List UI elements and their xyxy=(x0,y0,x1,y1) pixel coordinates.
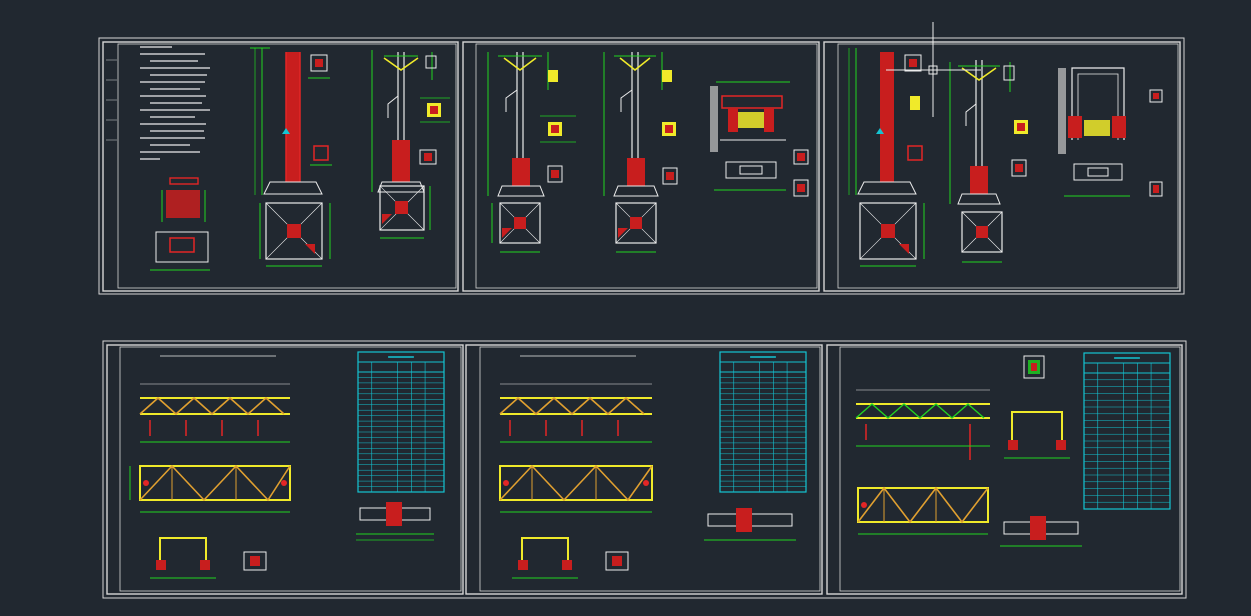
truss-sheet-3 xyxy=(826,344,1183,595)
bottom-row-outer-border xyxy=(102,340,1187,599)
foundation-plan xyxy=(259,202,331,267)
truss-plan xyxy=(499,464,653,513)
sheet-inner-frame xyxy=(119,346,462,592)
footing-detail-small xyxy=(150,177,210,271)
general-notes-block xyxy=(140,46,210,160)
sheet-inner-frame xyxy=(837,43,1179,289)
bracket-detail-a xyxy=(540,115,576,183)
title-block-strip xyxy=(106,59,117,141)
sheet-inner-frame xyxy=(479,346,821,592)
support-detail xyxy=(704,508,796,541)
section-detail-1 xyxy=(308,54,332,166)
sheet-frame xyxy=(465,344,823,595)
material-table-2 xyxy=(719,351,807,493)
column-elevation-bracket-3 xyxy=(949,60,1015,205)
sheet-inner-frame xyxy=(839,346,1181,592)
bracket-detail-3 xyxy=(1011,120,1028,177)
foundation-plan-b xyxy=(615,202,657,253)
column-elevation-main-3 xyxy=(848,48,917,195)
truss-elevation xyxy=(499,355,652,443)
portal-frame-detail xyxy=(1058,67,1163,197)
column-sheet-3 xyxy=(823,41,1181,292)
material-table-3 xyxy=(1083,352,1171,510)
bracket-detail-b xyxy=(662,122,678,185)
foundation-plan-a xyxy=(491,202,541,253)
truss-portal-detail xyxy=(1004,355,1070,459)
support-detail xyxy=(1000,516,1082,547)
truss-sheet-1 xyxy=(106,344,464,595)
column-sheet-2 xyxy=(462,41,820,292)
crane-beam-detail xyxy=(710,81,809,197)
section-detail-3 xyxy=(904,54,923,161)
sheet-frame xyxy=(106,344,464,595)
top-sheet-row xyxy=(98,37,1185,295)
foundation-plan-3 xyxy=(859,202,925,267)
truss-plan xyxy=(129,464,291,513)
sheet-inner-frame xyxy=(475,43,818,289)
foundation-plan-3b xyxy=(961,211,1003,263)
column-elevation-bracket xyxy=(371,50,437,193)
sheet-inner-frame xyxy=(117,43,457,289)
bottom-sheet-row xyxy=(102,340,1187,599)
truss-elevation xyxy=(139,355,290,443)
truss-portal-detail xyxy=(150,537,267,579)
truss-portal-detail xyxy=(512,537,629,579)
table-border xyxy=(357,351,445,493)
foundation-plan-2 xyxy=(379,185,431,239)
material-table-1 xyxy=(357,351,445,493)
column-elevation-b xyxy=(603,52,672,197)
truss-sheet-2 xyxy=(465,344,823,595)
support-detail xyxy=(356,502,434,541)
top-row-outer-border xyxy=(98,37,1185,295)
column-elevation-a xyxy=(487,52,558,197)
bracket-detail xyxy=(419,97,450,165)
sheet-frame xyxy=(826,344,1183,595)
truss-plan xyxy=(857,486,989,535)
column-elevation-main xyxy=(250,47,323,195)
truss-elevation xyxy=(855,389,990,460)
sheet-frame xyxy=(102,41,459,292)
column-sheet-1 xyxy=(102,41,459,292)
sheet-frame xyxy=(823,41,1181,292)
sheet-frame xyxy=(462,41,820,292)
crosshair-cursor-icon xyxy=(886,22,981,117)
table-border xyxy=(719,351,807,493)
table-border xyxy=(1083,352,1171,510)
